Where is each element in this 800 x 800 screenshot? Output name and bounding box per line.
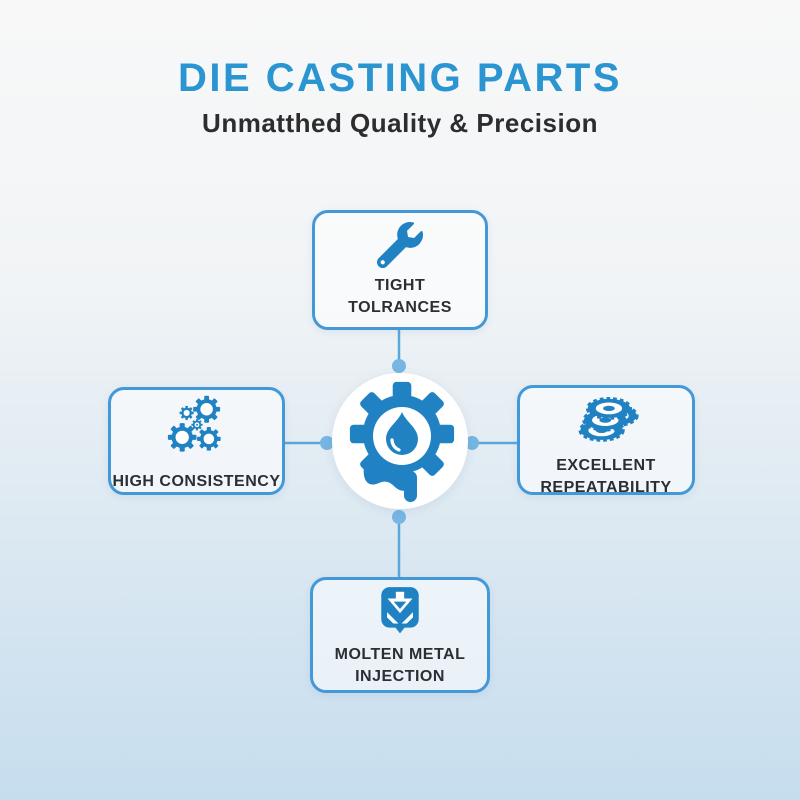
node-label: HIGH CONSISTENCY (112, 472, 281, 490)
node-tight-tolerances: TIGHT TOLRANCES (312, 210, 488, 330)
header: DIE CASTING PARTS Unmatthed Quality & Pr… (0, 56, 800, 139)
center-hub (332, 373, 468, 509)
melting-gear-water-drop-icon (349, 381, 455, 502)
node-high-consistency: HIGH CONSISTENCY (108, 387, 285, 495)
node-excellent-repeatability: EXCELLENT REPEATABILITY (517, 382, 695, 496)
node-label: EXCELLENT REPEATABILITY (540, 456, 672, 496)
stacked-gears-icon (566, 382, 646, 448)
connector-dot-bottom (392, 510, 406, 524)
gears-cluster-icon (159, 390, 235, 464)
node-molten-metal-injection: MOLTEN METAL INJECTION (310, 577, 490, 693)
connector-dot-top (392, 359, 406, 373)
wrench-icon (377, 221, 423, 268)
node-label: TIGHT TOLRANCES (348, 276, 452, 316)
page-title: DIE CASTING PARTS (177, 56, 622, 100)
page-subtitle: Unmatthed Quality & Precision (202, 108, 598, 138)
molten-injection-arrow-icon (374, 583, 426, 637)
node-label: MOLTEN METAL INJECTION (334, 645, 466, 685)
